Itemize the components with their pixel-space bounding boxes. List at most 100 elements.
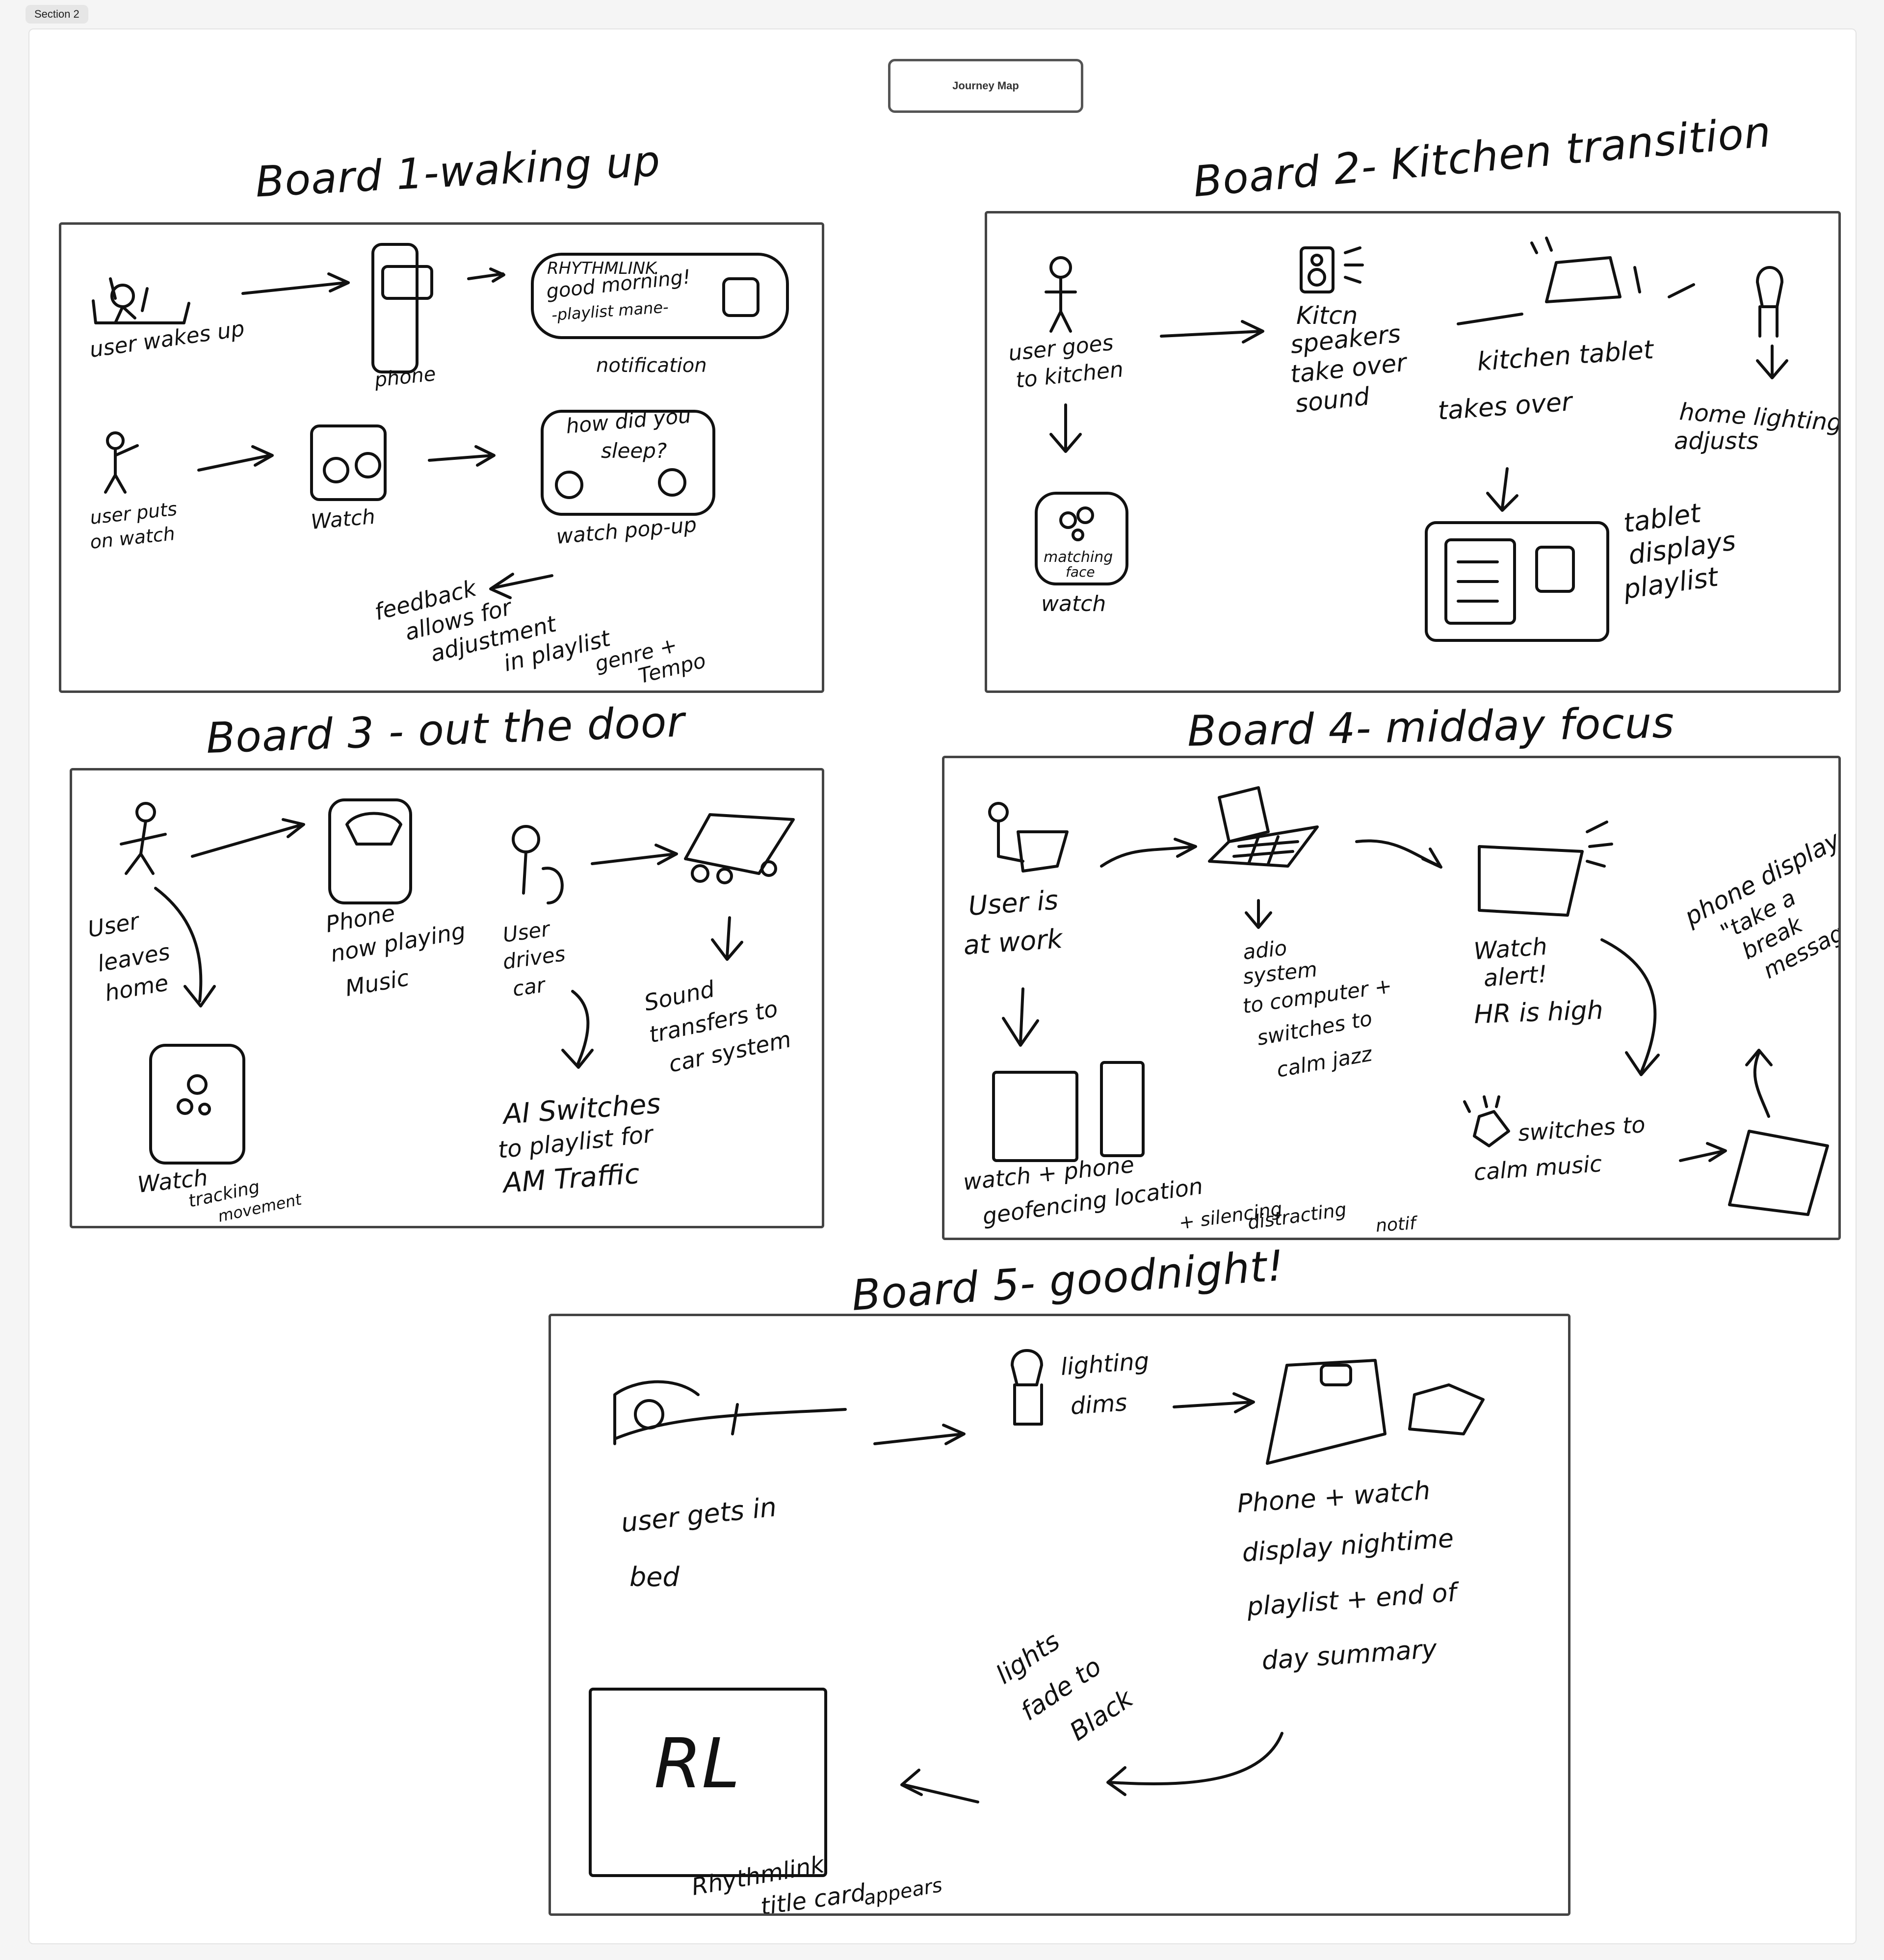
board-4-frame[interactable]: User is at work adio system to computer … [942, 756, 1841, 1240]
arrow-icon [592, 845, 677, 864]
arrow-icon [1357, 841, 1441, 867]
note: Music [343, 964, 411, 1002]
user-in-bed-icon [93, 279, 189, 323]
board-1-frame[interactable]: user wakes up phone RHYTHMLINK good morn… [59, 222, 824, 693]
arrow-icon [429, 447, 494, 465]
phone-icon [330, 800, 411, 903]
board-2-frame[interactable]: user goes to kitchen Kitcn speakers take… [985, 211, 1841, 693]
note: calm music [1473, 1150, 1603, 1186]
note: playlist + end of [1246, 1578, 1461, 1622]
note: face [1066, 564, 1095, 580]
phone-and-watch-icon [1267, 1360, 1483, 1463]
arrow-icon [1101, 839, 1196, 866]
arrow-icon [1246, 901, 1271, 927]
note: display nightime [1241, 1524, 1455, 1568]
watch-icon [312, 426, 385, 500]
note: RL [654, 1724, 740, 1804]
phone-icon [373, 244, 432, 372]
board-4-sketch: User is at work adio system to computer … [944, 758, 1838, 1238]
lights-fade-note: lights fade to Black [991, 1610, 1139, 1763]
arrow-icon [1680, 1143, 1726, 1161]
arrow-icon [1108, 1733, 1282, 1795]
lamp-icon [1012, 1351, 1042, 1424]
note: car [511, 973, 548, 1001]
arrow-icon [469, 269, 504, 281]
note: user gets in [620, 1491, 778, 1538]
note: matching [1044, 549, 1113, 566]
arrow-icon [243, 274, 348, 293]
note: Watch [310, 504, 376, 534]
arrow-icon [1488, 469, 1517, 510]
arrow-icon [1602, 940, 1658, 1075]
car-system-icon [685, 815, 793, 883]
board-1-sketch: user wakes up phone RHYTHMLINK good morn… [61, 225, 822, 690]
note: User [86, 907, 143, 943]
note: watch pop-up [555, 512, 698, 549]
note: Phone + watch [1236, 1476, 1431, 1519]
note: switches to [1517, 1111, 1646, 1146]
arrow-icon [1051, 405, 1080, 451]
note: kitchen tablet [1476, 335, 1655, 377]
note: dims [1070, 1389, 1128, 1420]
note: appears [862, 1874, 944, 1909]
phone-icon [1729, 1131, 1828, 1215]
user-driving-icon [513, 826, 562, 903]
note: adjusts [1674, 427, 1758, 455]
arrow-icon [1757, 346, 1787, 378]
board-3-sketch: Phone now playing Music User leaves home… [72, 770, 822, 1226]
arrow-icon [491, 574, 552, 598]
arrow-icon [192, 820, 304, 856]
headphones-icon [1465, 1097, 1509, 1146]
arrow-icon [1174, 1394, 1254, 1412]
board-2-sketch: user goes to kitchen Kitcn speakers take… [987, 213, 1838, 690]
watch-icon [151, 1045, 244, 1163]
note: day summary [1261, 1634, 1439, 1676]
note: home [103, 969, 171, 1006]
user-stick-figure-icon [1046, 258, 1075, 331]
note: calm jazz [1275, 1041, 1374, 1082]
kitchen-tablet-icon [1458, 238, 1694, 324]
note: watch [1041, 591, 1106, 616]
note: phone [373, 363, 437, 392]
user-stick-figure-icon [121, 803, 165, 874]
board-4-title: Board 4- midday focus [1187, 698, 1675, 756]
arrow-icon [199, 447, 272, 470]
note: User [501, 917, 552, 947]
section-label[interactable]: Section 2 [26, 5, 88, 24]
watch-and-phone-icon [994, 1062, 1143, 1161]
note: takes over [1437, 387, 1575, 426]
board-3-frame[interactable]: Phone now playing Music User leaves home… [70, 768, 824, 1228]
arrow-icon [1161, 321, 1263, 342]
user-in-bed-icon [615, 1382, 845, 1444]
note: AM Traffic [500, 1158, 640, 1199]
note: notif [1375, 1213, 1419, 1236]
journey-map-sticky[interactable]: Journey Map [888, 59, 1083, 113]
note: adio [1242, 936, 1288, 964]
note: how did you [565, 403, 692, 438]
feedback-note: feedback allows for adjustment in playli… [372, 525, 708, 690]
user-at-desk-icon [990, 803, 1067, 871]
board-5-frame[interactable]: user gets in bed lighting dims Phone + w… [549, 1314, 1570, 1916]
arrow-icon [875, 1425, 964, 1444]
note: at work [963, 923, 1065, 961]
arrow-icon [1003, 989, 1038, 1045]
board-5-sketch: user gets in bed lighting dims Phone + w… [551, 1316, 1568, 1913]
arrow-icon [712, 918, 742, 959]
user-stick-figure-icon [105, 433, 137, 492]
tablet-playlist-icon [1426, 523, 1608, 640]
phone-message-note: phone displays "take a break message" [1679, 820, 1838, 1005]
note: HR is high [1473, 996, 1603, 1030]
note: bed [629, 1562, 680, 1592]
note: Watch [1473, 933, 1548, 965]
note: User is [968, 884, 1059, 922]
speaker-icon [1301, 248, 1362, 292]
lamp-icon [1757, 267, 1782, 336]
arrow-icon [902, 1770, 978, 1802]
arrow-icon [563, 991, 592, 1067]
note: -playlist mane- [551, 297, 669, 324]
watch-alert-icon [1479, 822, 1612, 915]
note: drives [501, 942, 567, 974]
note: lighting [1060, 1348, 1150, 1381]
note: sleep? [601, 439, 667, 463]
arrow-icon [1747, 1050, 1771, 1116]
